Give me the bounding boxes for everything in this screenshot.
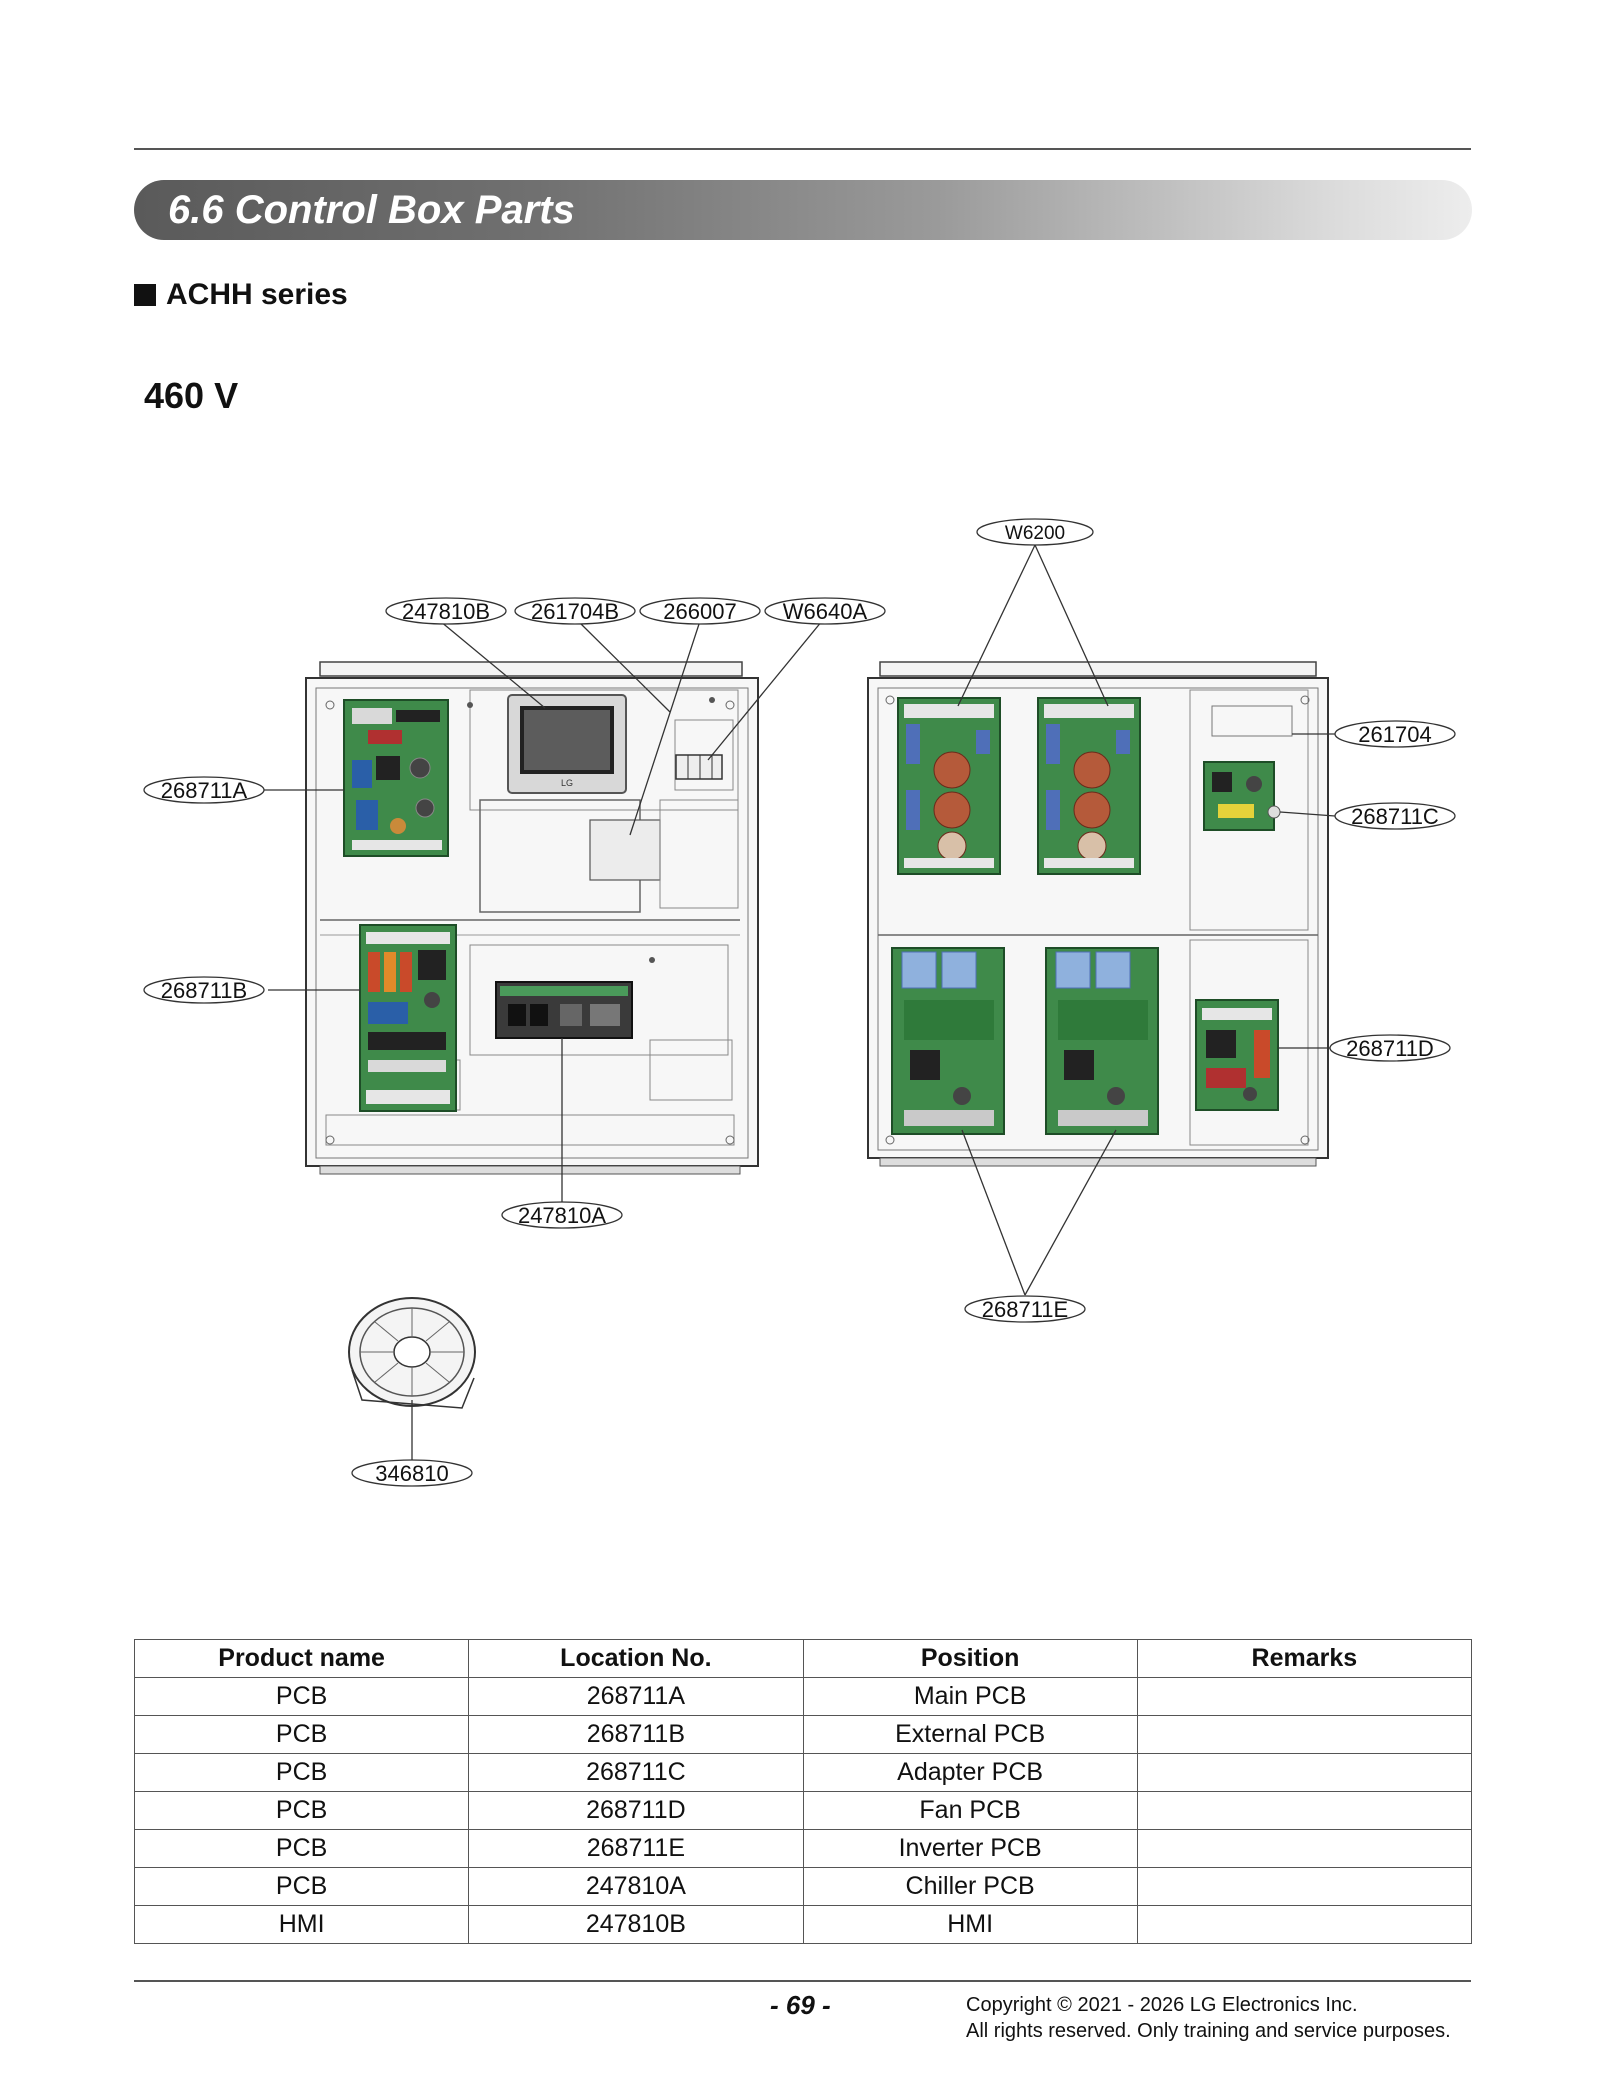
table-row: PCB 268711C Adapter PCB [133, 1753, 1473, 1792]
header-location-no: Location No. [468, 1639, 804, 1678]
cell-remarks [1136, 1829, 1473, 1868]
callout-261704B: 261704B [531, 599, 619, 624]
cell-position: Chiller PCB [802, 1867, 1138, 1906]
callout-W6640A: W6640A [783, 599, 868, 624]
cell-position: Adapter PCB [802, 1753, 1138, 1792]
copyright-notice: Copyright © 2021 - 2026 LG Electronics I… [966, 1992, 1451, 2044]
callout-268711E: 268711E [982, 1297, 1068, 1322]
cell-remarks [1136, 1905, 1473, 1944]
top-rule [134, 148, 1471, 150]
callout-268711C: 268711C [1351, 804, 1439, 829]
cell-location-no: 247810B [468, 1905, 804, 1944]
cell-product-name: PCB [133, 1753, 470, 1792]
cell-location-no: 268711E [468, 1829, 804, 1868]
copyright-line-2: All rights reserved. Only training and s… [966, 2020, 1451, 2042]
table-header-row: Product name Location No. Position Remar… [133, 1639, 1473, 1678]
callout-268711D: 268711D [1346, 1036, 1434, 1061]
cell-remarks [1136, 1867, 1473, 1906]
cell-position: Main PCB [802, 1677, 1138, 1716]
table-row: HMI 247810B HMI [133, 1905, 1473, 1944]
cell-location-no: 268711B [468, 1715, 804, 1754]
copyright-line-1: Copyright © 2021 - 2026 LG Electronics I… [966, 1994, 1358, 2016]
table-row: PCB 268711D Fan PCB [133, 1791, 1473, 1830]
cell-product-name: PCB [133, 1867, 470, 1906]
cell-position: Fan PCB [802, 1791, 1138, 1830]
cell-product-name: PCB [133, 1829, 470, 1868]
cell-product-name: PCB [133, 1791, 470, 1830]
cell-location-no: 268711A [468, 1677, 804, 1716]
parts-table: Product name Location No. Position Remar… [133, 1639, 1473, 1944]
cell-position: Inverter PCB [802, 1829, 1138, 1868]
header-position: Position [802, 1639, 1138, 1678]
callout-261704: 261704 [1358, 722, 1431, 747]
callout-266007: 266007 [663, 599, 736, 624]
callout-268711B: 268711B [161, 978, 247, 1003]
cell-position: HMI [802, 1905, 1138, 1944]
hmi-logo: LG [561, 778, 573, 788]
table-row: PCB 268711E Inverter PCB [133, 1829, 1473, 1868]
callout-bubbles [143, 518, 1456, 1487]
cell-location-no: 268711C [468, 1753, 804, 1792]
table-row: PCB 268711B External PCB [133, 1715, 1473, 1754]
callout-W6200: W6200 [1005, 523, 1065, 544]
leader-lines [264, 544, 1336, 1460]
square-bullet-icon [134, 284, 156, 306]
cell-remarks [1136, 1753, 1473, 1792]
cell-location-no: 247810A [468, 1867, 804, 1906]
series-heading: ACHH series [134, 278, 348, 312]
callout-346810: 346810 [375, 1461, 448, 1486]
callout-247810B: 247810B [402, 599, 490, 624]
fan-illustration [348, 1297, 476, 1409]
cell-remarks [1136, 1677, 1473, 1716]
header-product-name: Product name [133, 1639, 470, 1678]
right-inverter-box [867, 661, 1329, 1167]
cell-product-name: PCB [133, 1677, 470, 1716]
cell-product-name: PCB [133, 1715, 470, 1754]
callout-268711A: 268711A [161, 778, 248, 803]
section-banner: 6.6 Control Box Parts [134, 180, 1472, 240]
table-row: PCB 247810A Chiller PCB [133, 1867, 1473, 1906]
cell-position: External PCB [802, 1715, 1138, 1754]
left-control-box: LG [305, 661, 759, 1175]
callout-247810A: 247810A [518, 1203, 606, 1228]
page-number: - 69 - [770, 1990, 831, 2020]
voltage-label: 460 V [144, 375, 239, 416]
cell-location-no: 268711D [468, 1791, 804, 1830]
bottom-rule [134, 1980, 1471, 1982]
cell-remarks [1136, 1791, 1473, 1830]
series-title: ACHH series [166, 278, 348, 311]
table-row: PCB 268711A Main PCB [133, 1677, 1473, 1716]
cell-remarks [1136, 1715, 1473, 1754]
cell-product-name: HMI [133, 1905, 470, 1944]
section-title: 6.6 Control Box Parts [168, 188, 575, 232]
header-remarks: Remarks [1136, 1639, 1473, 1678]
